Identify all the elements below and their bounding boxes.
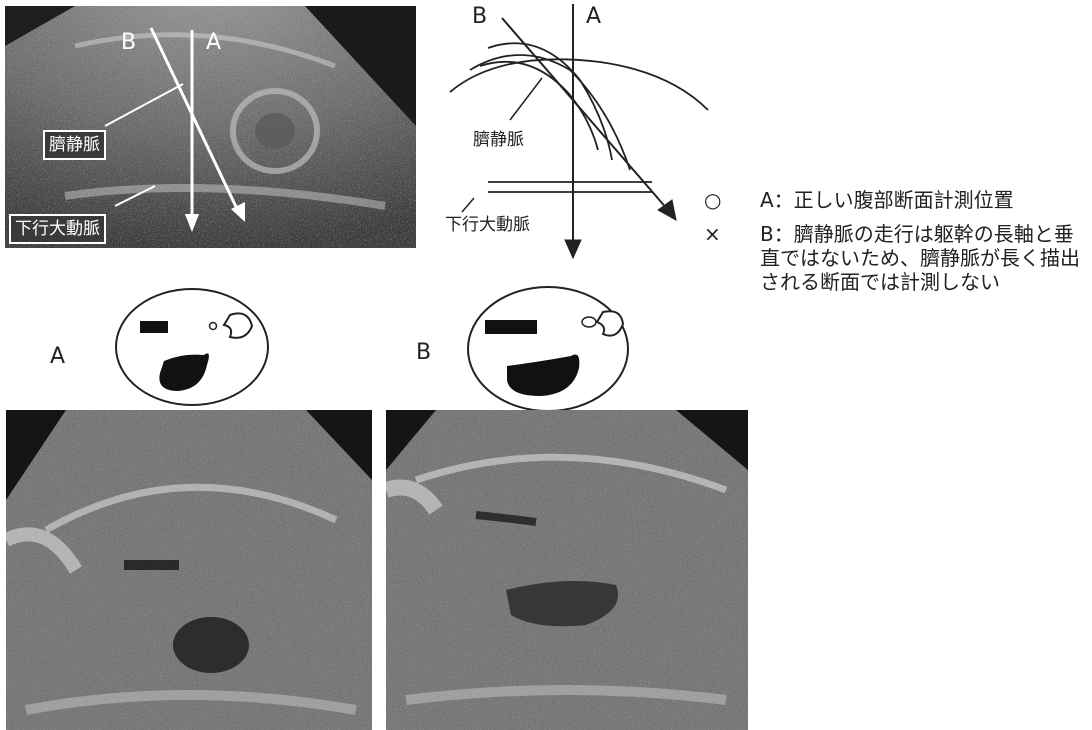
legend-item-a: ○ A：正しい腹部断面計測位置 <box>704 188 1084 214</box>
diagram-letter-a: A <box>50 344 65 369</box>
sketch-descending-aorta-label: 下行大動脈 <box>445 210 530 235</box>
legend-circle-mark: ○ <box>704 188 732 212</box>
legend-cross-mark: × <box>704 222 732 246</box>
descending-aorta-label-box: 下行大動脈 <box>9 214 106 244</box>
sketch-umbilical-vein-label: 臍静脈 <box>473 125 524 150</box>
sketch-letter-a: A <box>586 4 601 29</box>
ultrasound-cross-section-b <box>386 410 748 730</box>
legend-item-b: × B：臍静脈の走行は躯幹の長軸と垂直ではないため、臍静脈が長く描出される断面で… <box>704 222 1084 332</box>
us-letter-b: B <box>121 30 136 55</box>
ultrasound-longitudinal: B A 臍静脈 下行大動脈 <box>5 6 416 248</box>
umbilical-vein-label-box: 臍静脈 <box>43 130 106 160</box>
sketch-letter-b: B <box>472 4 487 29</box>
legend-a-text: A：正しい腹部断面計測位置 <box>760 188 1014 212</box>
ultrasound-cross-section-a <box>6 410 372 730</box>
cross-section-diagram-b <box>463 282 633 417</box>
legend-b-text: B：臍静脈の走行は躯幹の長軸と垂直ではないため、臍静脈が長く描出される断面では計… <box>760 222 1085 294</box>
cross-section-diagram-a <box>112 285 272 410</box>
diagram-letter-b: B <box>416 340 431 365</box>
us-letter-a: A <box>206 30 221 55</box>
